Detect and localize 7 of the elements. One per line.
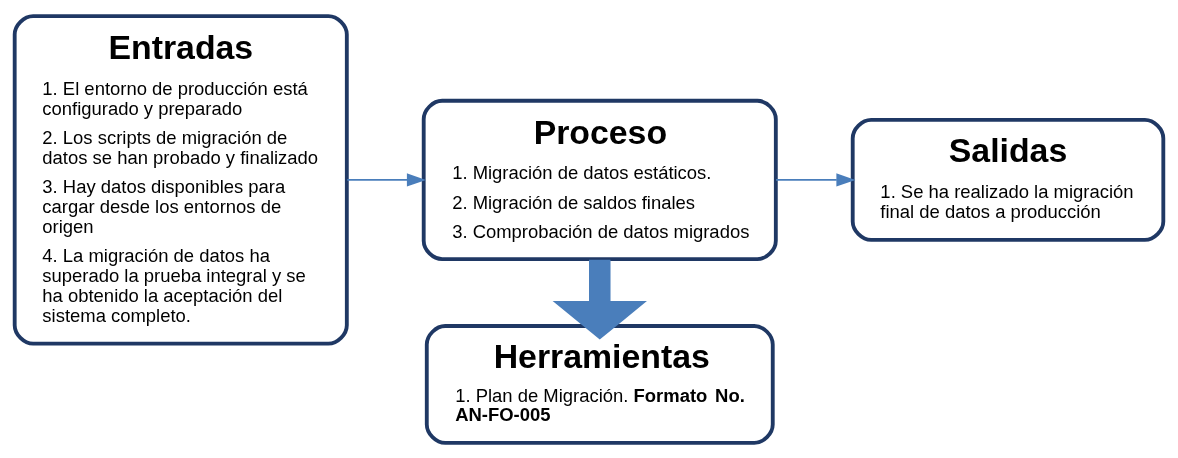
arrow [552, 259, 647, 340]
node-box: Salidas 1. Se ha realizado la migración final de datos a producción [850, 117, 1166, 242]
node-box: Entradas 1. El entorno de producción está configurado y preparado 2. Los scripts de migración de datos se han probado y finalizado 3. Hay datos disponibles para cargar desde los entornos de origen 4. La migración de datos ha superado la prueba integral y se ha obtenido la aceptación del sistema completo. [12, 13, 349, 346]
node-box: Herramientas 1. Plan de Migración. Formato No. AN-FO-005 [424, 323, 775, 445]
node-box: Proceso 1. Migración de datos estáticos. 2. Migración de saldos finales 3. Comprobación de datos migrados [421, 98, 778, 261]
arrow [346, 172, 426, 187]
arrow [775, 172, 856, 187]
